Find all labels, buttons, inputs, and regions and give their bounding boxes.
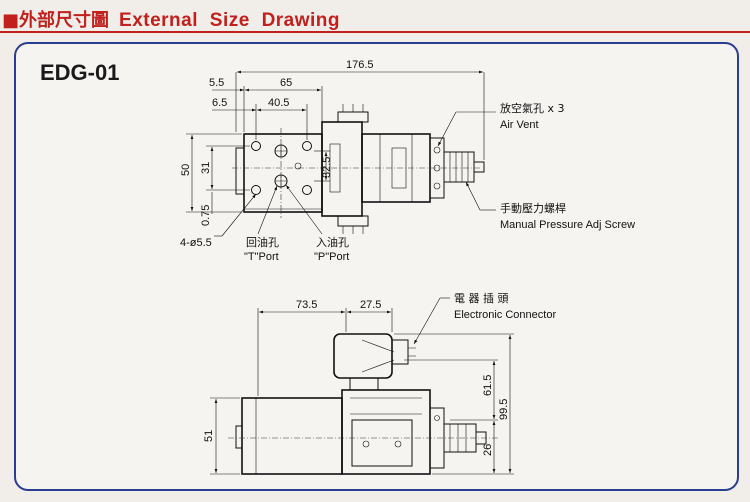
dim-50: 50	[180, 164, 192, 176]
air-vent-1	[433, 146, 441, 154]
mount-hole-br	[302, 185, 312, 195]
valve-housing	[341, 389, 431, 475]
header-title-en: External Size Drawing	[119, 10, 341, 31]
pilot-hole	[294, 162, 302, 170]
p-port-label-cn: 入油孔	[316, 235, 349, 249]
valve-inner-block	[351, 419, 413, 467]
dim-27-5: 27.5	[360, 299, 381, 311]
dim-51: 51	[203, 430, 215, 442]
dim-0-75: 0.75	[200, 205, 212, 226]
valve-body-lip	[235, 147, 245, 195]
mid-block-cap-top	[337, 111, 369, 123]
dim-31: 31	[200, 162, 212, 174]
dim-40-5: 40.5	[268, 97, 289, 109]
p-port-label-en: "P"Port	[314, 251, 349, 263]
mount-hole-tl	[251, 141, 261, 151]
dim-99-5: 99.5	[498, 399, 510, 420]
connector-label-cn: 電 器 插 頭	[454, 291, 509, 305]
top-view: 176.5 5.5 65 6.5 40.5 50 31 32.5 0.75	[180, 59, 635, 263]
air-vent-2	[433, 164, 441, 172]
header-square-icon: ■	[2, 10, 20, 31]
dim-26: 26	[482, 444, 494, 456]
dim-6-5: 6.5	[212, 97, 227, 109]
adj-nut	[391, 147, 407, 189]
header-title: ■外部尺寸圖 External Size Drawing	[2, 6, 340, 32]
connector-gland	[391, 339, 409, 365]
side-view: 73.5 27.5 電 器 插 頭 Electronic Connector 6…	[203, 291, 556, 475]
dim-32-5: 32.5	[321, 157, 333, 178]
header-rule	[0, 31, 750, 33]
air-vent-label-cn: 放空氣孔 x 3	[500, 101, 565, 115]
header-title-cn: 外部尺寸圖	[19, 10, 110, 31]
mid-block-cap-bottom	[337, 215, 369, 227]
mount-hole-bl	[251, 185, 261, 195]
air-vent-3	[433, 182, 441, 190]
mount-hole-tr	[302, 141, 312, 151]
adj-screw-housing	[443, 151, 475, 183]
dim-5-5: 5.5	[209, 77, 224, 89]
dim-73-5: 73.5	[296, 299, 317, 311]
connector-label-en: Electronic Connector	[454, 309, 556, 321]
t-port-label-en: "T"Port	[244, 251, 279, 263]
coil-plug	[235, 425, 243, 449]
dim-61-5: 61.5	[482, 375, 494, 396]
adj-screw-label-cn: 手動壓力螺桿	[500, 201, 566, 215]
air-vent-label-en: Air Vent	[500, 119, 539, 131]
t-port-label-cn: 回油孔	[246, 235, 279, 249]
dim-65: 65	[280, 77, 292, 89]
coil-body	[241, 397, 343, 475]
adj-screw-tip	[473, 161, 485, 173]
model-name: EDG-01	[40, 60, 120, 85]
adj-screw-label-en: Manual Pressure Adj Screw	[500, 219, 635, 231]
header: ■外部尺寸圖 External Size Drawing	[0, 0, 750, 36]
dim-176-5: 176.5	[346, 59, 374, 71]
holes-callout: 4-ø5.5	[180, 237, 212, 249]
drawing-panel	[14, 42, 739, 491]
